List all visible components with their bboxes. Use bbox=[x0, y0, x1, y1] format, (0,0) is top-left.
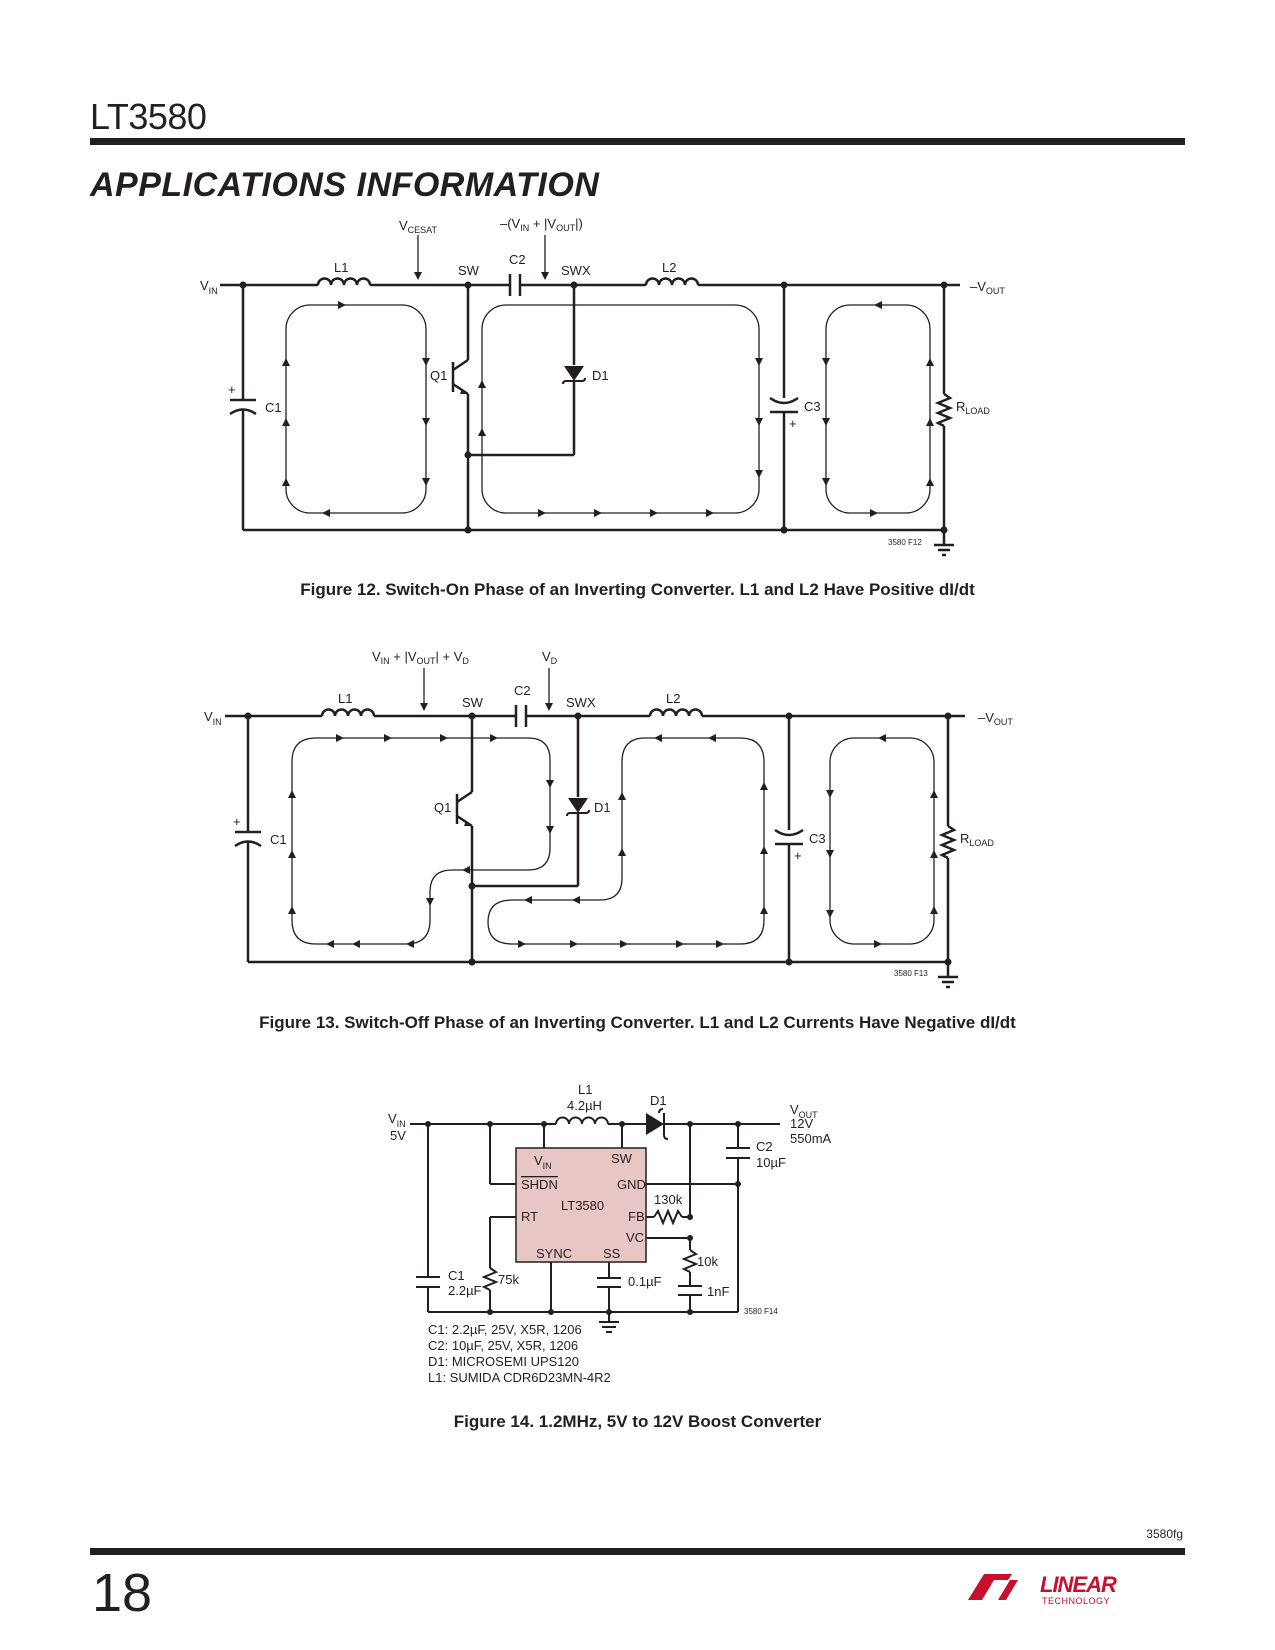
footer-rule bbox=[90, 1548, 1185, 1555]
ic-pin-gnd: GND bbox=[617, 1177, 646, 1192]
page-number: 18 bbox=[92, 1563, 153, 1623]
fig13-l1-label: L1 bbox=[338, 691, 352, 706]
figure-13-caption: Figure 13. Switch-Off Phase of an Invert… bbox=[259, 1013, 1016, 1032]
document-id: 3580fg bbox=[1146, 1527, 1183, 1541]
fig13-d1-label: D1 bbox=[594, 800, 611, 815]
fig12-sw-label: SW bbox=[458, 263, 480, 278]
fig13-code: 3580 F13 bbox=[894, 969, 928, 978]
fig14-rvc-value: 10k bbox=[697, 1254, 718, 1269]
fig12-l1-label: L1 bbox=[334, 260, 348, 275]
ic-name: LT3580 bbox=[561, 1198, 604, 1213]
fig14-css-value: 0.1µF bbox=[628, 1274, 662, 1289]
figure-14-caption: Figure 14. 1.2MHz, 5V to 12V Boost Conve… bbox=[453, 1412, 822, 1431]
bom-line: L1: SUMIDA CDR6D23MN-4R2 bbox=[428, 1370, 611, 1385]
bill-of-materials: C1: 2.2µF, 25V, X5R, 1206 C2: 10µF, 25V,… bbox=[428, 1322, 611, 1386]
figure-14-schematic: VIN SW SHDN GND LT3580 RT FB VC SYNC SS … bbox=[388, 1082, 832, 1333]
fig14-l1-value: 4.2µH bbox=[567, 1098, 602, 1113]
fig14-l1-name: L1 bbox=[578, 1082, 592, 1097]
fig12-q1-label: Q1 bbox=[430, 368, 447, 383]
fig14-cvc-value: 1nF bbox=[707, 1284, 729, 1299]
figure-12-caption: Figure 12. Switch-On Phase of an Inverti… bbox=[300, 580, 975, 599]
ic-pin-rt: RT bbox=[521, 1209, 538, 1224]
fig12-c3-label: C3 bbox=[804, 399, 821, 414]
fig13-c3-plus: + bbox=[794, 848, 802, 863]
bom-line: D1: MICROSEMI UPS120 bbox=[428, 1354, 579, 1369]
fig14-c2-value: 10µF bbox=[756, 1155, 786, 1170]
bom-line: C2: 10µF, 25V, X5R, 1206 bbox=[428, 1338, 579, 1353]
fig12-c1-label: C1 bbox=[265, 400, 282, 415]
bom-line: C1: 2.2µF, 25V, X5R, 1206 bbox=[428, 1322, 582, 1337]
fig12-c3-plus: + bbox=[789, 416, 797, 431]
fig12-rload-label: RLOAD bbox=[956, 399, 990, 416]
ic-pin-ss: SS bbox=[603, 1246, 621, 1261]
fig12-c1-plus: + bbox=[228, 382, 236, 397]
ic-pin-sw: SW bbox=[611, 1151, 633, 1166]
fig13-l2-label: L2 bbox=[666, 691, 680, 706]
fig14-c2-name: C2 bbox=[756, 1139, 773, 1154]
fig12-vc2-label: –(VIN + |VOUT|) bbox=[500, 216, 583, 233]
fig12-l2-label: L2 bbox=[662, 260, 676, 275]
fig13-q1-label: Q1 bbox=[434, 800, 451, 815]
fig12-swx-label: SWX bbox=[561, 263, 591, 278]
fig13-c1-label: C1 bbox=[270, 832, 287, 847]
fig14-c1-value: 2.2µF bbox=[448, 1283, 482, 1298]
lt3580-ic-body bbox=[515, 1147, 647, 1263]
fig12-vout-label: –VOUT bbox=[970, 279, 1005, 296]
part-number: LT3580 bbox=[90, 96, 207, 137]
fig13-vin-label: VIN bbox=[204, 709, 222, 727]
linear-technology-logo: LINEAR TECHNOLOGY bbox=[966, 1568, 1126, 1608]
fig14-vin-label: VIN bbox=[388, 1111, 406, 1129]
svg-text:TECHNOLOGY: TECHNOLOGY bbox=[1042, 1596, 1110, 1606]
fig12-vin-label: VIN bbox=[200, 278, 218, 296]
ic-pin-vc: VC bbox=[626, 1230, 644, 1245]
ic-pin-fb: FB bbox=[628, 1209, 645, 1224]
svg-text:LINEAR: LINEAR bbox=[1040, 1572, 1117, 1597]
fig13-sw-label: SW bbox=[462, 695, 484, 710]
ic-pin-sync: SYNC bbox=[536, 1246, 572, 1261]
figure-13-schematic: VIN L1 L2 SW C2 SWX C1 + Q1 D1 C3 + RLOA… bbox=[204, 649, 1013, 989]
fig13-c1-plus: + bbox=[233, 814, 241, 829]
fig14-rrt-value: 75k bbox=[498, 1272, 519, 1287]
fig14-vin-value: 5V bbox=[390, 1128, 406, 1143]
fig12-d1-label: D1 bbox=[592, 368, 609, 383]
fig12-c2-label: C2 bbox=[509, 252, 526, 267]
fig12-vcesat-label: VCESAT bbox=[399, 218, 438, 235]
fig14-rfb-value: 130k bbox=[654, 1192, 683, 1207]
fig13-vsw-label: VIN + |VOUT| + VD bbox=[372, 649, 469, 666]
fig14-vout-current: 550mA bbox=[790, 1131, 832, 1146]
ic-pin-shdn: SHDN bbox=[521, 1177, 558, 1192]
header-rule bbox=[90, 138, 1185, 145]
fig14-code: 3580 F14 bbox=[744, 1307, 778, 1316]
linear-logo-icon: LINEAR TECHNOLOGY bbox=[968, 1572, 1118, 1606]
figure-12-schematic: VIN L1 L2 SW C2 SWX C1 + Q1 D1 C3 + RLOA… bbox=[200, 216, 1005, 557]
fig13-c3-label: C3 bbox=[809, 831, 826, 846]
fig13-swx-label: SWX bbox=[566, 695, 596, 710]
fig13-c2-label: C2 bbox=[514, 683, 531, 698]
fig13-rload-label: RLOAD bbox=[960, 831, 994, 848]
fig13-vout-label: –VOUT bbox=[978, 710, 1013, 727]
fig14-c1-name: C1 bbox=[448, 1268, 465, 1283]
fig12-code: 3580 F12 bbox=[888, 538, 922, 547]
fig13-vd-label: VD bbox=[542, 649, 558, 666]
fig14-vout-voltage: 12V bbox=[790, 1116, 813, 1131]
fig14-d1-label: D1 bbox=[650, 1093, 667, 1108]
section-title: APPLICATIONS INFORMATION bbox=[90, 166, 600, 204]
